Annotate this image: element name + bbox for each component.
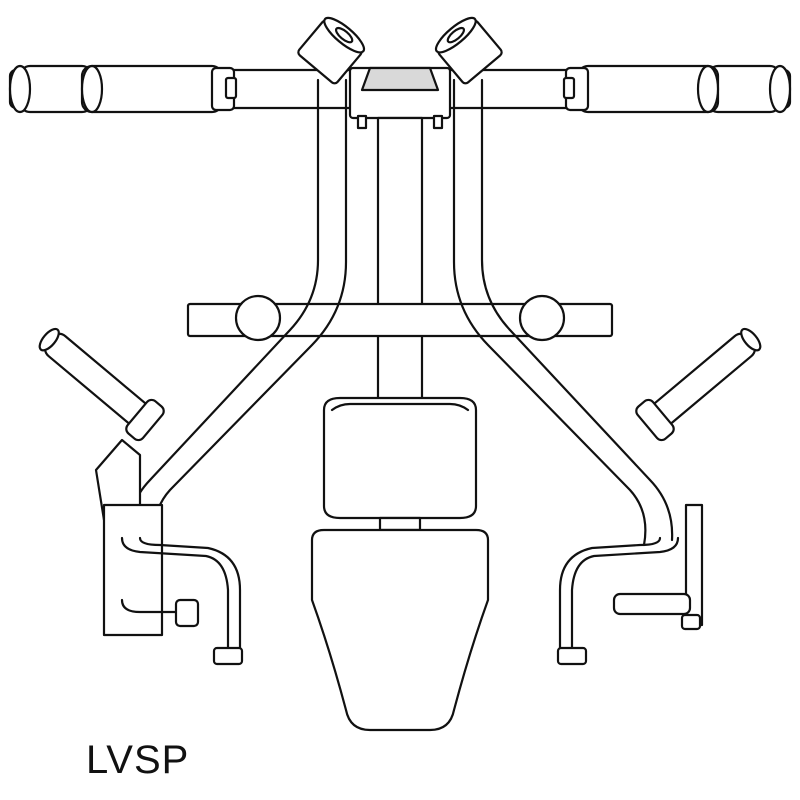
model-code-label: LVSP: [86, 738, 190, 782]
center-column: [376, 116, 424, 410]
left-weight-horn: [8, 64, 238, 114]
mid-crossbar: [186, 294, 614, 342]
seat-pad: [310, 528, 490, 732]
left-bar-sleeve: [38, 327, 165, 442]
back-pad: [322, 396, 478, 532]
left-press-arm: [94, 78, 348, 666]
right-press-arm: [452, 78, 704, 666]
right-bar-sleeve: [635, 327, 762, 442]
pivot-mount: [297, 16, 503, 130]
right-weight-horn: [562, 64, 792, 114]
